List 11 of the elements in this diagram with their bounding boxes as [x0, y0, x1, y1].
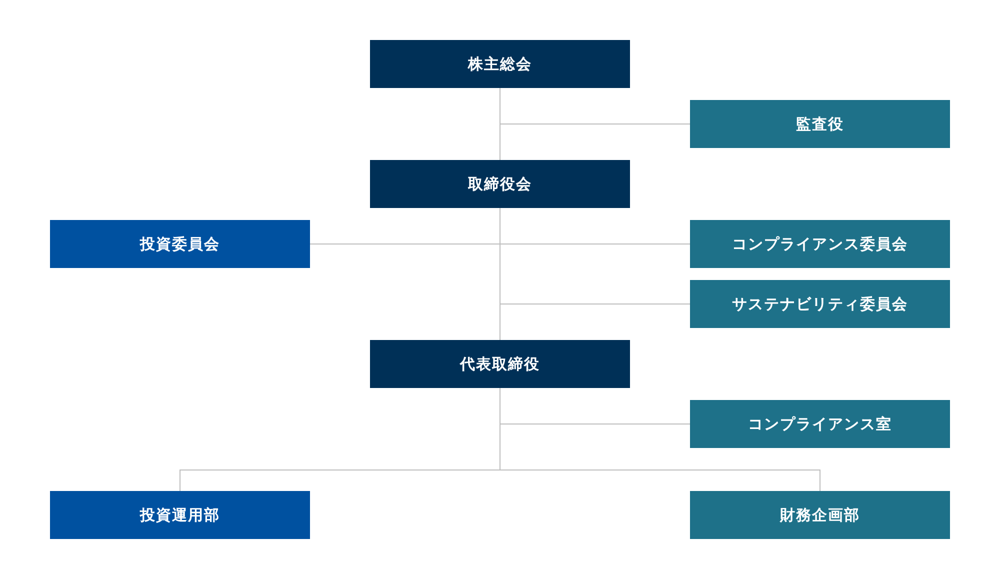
org-box: コンプライアンス室 — [690, 400, 950, 448]
org-box: 投資委員会 — [50, 220, 310, 268]
org-box: 監査役 — [690, 100, 950, 148]
org-box: 株主総会 — [370, 40, 630, 88]
org-box: 取締役会 — [370, 160, 630, 208]
org-box: 財務企画部 — [690, 491, 950, 539]
connector-line — [500, 88, 690, 124]
org-box: コンプライアンス委員会 — [690, 220, 950, 268]
org-box: サステナビリティ委員会 — [690, 280, 950, 328]
org-box: 代表取締役 — [370, 340, 630, 388]
org-box: 投資運用部 — [50, 491, 310, 539]
